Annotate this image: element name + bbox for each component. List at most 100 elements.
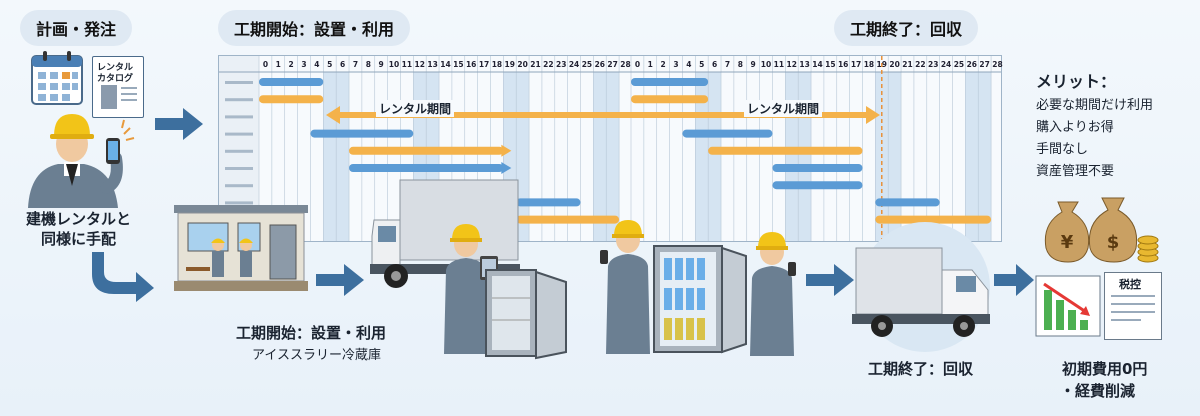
gantt-day-label: 9: [379, 60, 384, 69]
gantt-day-label: 3: [673, 60, 678, 69]
gantt-bar: [772, 164, 863, 172]
pickup-truck: [852, 247, 990, 337]
gantt-day-label: 23: [556, 60, 566, 69]
rental-period-label-2: レンタル期間: [744, 100, 823, 117]
gantt-day-label: 15: [825, 60, 835, 69]
gantt-row-label-line: [225, 201, 253, 205]
arrow-right-icon: [806, 264, 854, 296]
gantt-day-label: 20: [517, 60, 527, 69]
gantt-day-label: 2: [289, 60, 294, 69]
gantt-day-label: 10: [761, 60, 771, 69]
gantt-bar: [349, 146, 504, 155]
gantt-day-label: 11: [774, 60, 784, 69]
gantt-day-label: 1: [648, 60, 653, 69]
gantt-day-label: 22: [543, 60, 553, 69]
empty-freezer-open: [485, 269, 567, 360]
site-office-hut: [174, 205, 308, 291]
rental-catalog: レンタル カタログ: [92, 56, 144, 118]
gantt-weekend-column: [978, 72, 992, 241]
worker-with-phone: [28, 114, 135, 208]
gantt-day-label: 14: [812, 60, 822, 69]
gantt-day-label: 4: [686, 60, 691, 69]
gantt-day-label: 24: [569, 60, 579, 69]
gantt-day-label: 23: [928, 60, 938, 69]
gantt-day-label: 2: [661, 60, 666, 69]
freezer-name-label: アイススラリー冷蔵庫: [252, 348, 381, 363]
worker-left-phone: [600, 220, 650, 354]
gantt-day-label: 24: [941, 60, 951, 69]
gantt-day-label: 25: [954, 60, 964, 69]
arrange-text-line1: 建機レンタルと: [26, 210, 132, 228]
gantt-day-label: 16: [466, 60, 476, 69]
gantt-day-label: 13: [799, 60, 809, 69]
end-bottom-label: 工期終了：回収: [868, 360, 974, 378]
curved-arrow-icon: [92, 252, 154, 302]
gantt-day-label: 15: [453, 60, 463, 69]
cost-line-2: ・経費削減: [1060, 382, 1136, 400]
gantt-day-label: 28: [992, 60, 1002, 69]
tax-document: 税控: [1104, 272, 1162, 340]
gantt-bar: [310, 129, 414, 138]
catalog-image: [101, 85, 117, 109]
gantt-day-label: 19: [505, 60, 515, 69]
calendar-icon: [31, 51, 83, 105]
merit-item-3: 手間なし: [1036, 142, 1089, 157]
gantt-row-label-line: [225, 132, 253, 136]
gantt-day-label: 21: [530, 60, 540, 69]
arrow-right-icon: [316, 264, 364, 296]
gantt-bar: [516, 198, 581, 207]
gantt-day-label: 13: [427, 60, 437, 69]
gantt-bar: [875, 215, 992, 224]
gantt-bar: [349, 164, 504, 172]
gantt-day-label: 26: [967, 60, 977, 69]
gantt-day-label: 12: [787, 60, 797, 69]
gantt-bar: [772, 181, 863, 190]
gantt-day-label: 27: [607, 60, 617, 69]
gantt-bar: [259, 95, 324, 104]
svg-text:$: $: [1107, 232, 1120, 253]
construction-start-heading: 工期開始：設置・利用: [218, 10, 411, 46]
gantt-day-label: 22: [915, 60, 925, 69]
gantt-day-label: 4: [314, 60, 319, 69]
gantt-bar: [259, 78, 324, 86]
gantt-day-label: 7: [725, 60, 730, 69]
gantt-day-label: 8: [366, 60, 371, 69]
construction-end-heading: 工期終了：回収: [834, 10, 979, 46]
gantt-row-label-line: [225, 167, 253, 170]
arrow-right-icon: [994, 264, 1034, 296]
gantt-bar: [631, 95, 709, 104]
gantt-day-label: 20: [889, 60, 899, 69]
svg-text:¥: ¥: [1061, 232, 1074, 253]
gantt-row-label-line: [225, 184, 253, 188]
merit-item-4: 資産管理不要: [1036, 164, 1115, 179]
gantt-day-label: 7: [353, 60, 358, 69]
declining-chart-icon: [1035, 275, 1101, 337]
gantt-bar: [875, 198, 940, 207]
arrow-right-icon: [155, 108, 203, 140]
gantt-day-label: 10: [389, 60, 399, 69]
gantt-day-label: 18: [492, 60, 502, 69]
gantt-weekend-column: [965, 72, 979, 241]
money-bags-icon: ¥ $: [1044, 197, 1159, 263]
cost-line-1: 初期費用0円: [1062, 360, 1148, 378]
gantt-day-label: 21: [902, 60, 912, 69]
gantt-day-label: 11: [402, 60, 412, 69]
gantt-day-label: 18: [864, 60, 874, 69]
gantt-day-label: 27: [979, 60, 989, 69]
gantt-row-label-line: [225, 81, 253, 84]
gantt-bar: [708, 146, 863, 155]
gantt-row-label-line: [225, 115, 253, 119]
gantt-row-label-line: [225, 98, 253, 102]
catalog-label-line1: レンタル: [97, 63, 134, 73]
catalog-label-line2: カタログ: [97, 74, 134, 84]
gantt-day-label: 5: [327, 60, 332, 69]
worker-right-phone: [750, 232, 796, 356]
tax-document-label: 税控: [1119, 278, 1141, 291]
arrange-text-line2: 同様に手配: [41, 230, 117, 248]
gantt-day-label: 3: [301, 60, 306, 69]
gantt-day-label: 9: [751, 60, 756, 69]
gantt-day-label: 16: [838, 60, 848, 69]
gantt-day-label: 14: [440, 60, 450, 69]
stocked-freezer-open: [653, 245, 747, 354]
merits-title: メリット：: [1036, 72, 1117, 91]
